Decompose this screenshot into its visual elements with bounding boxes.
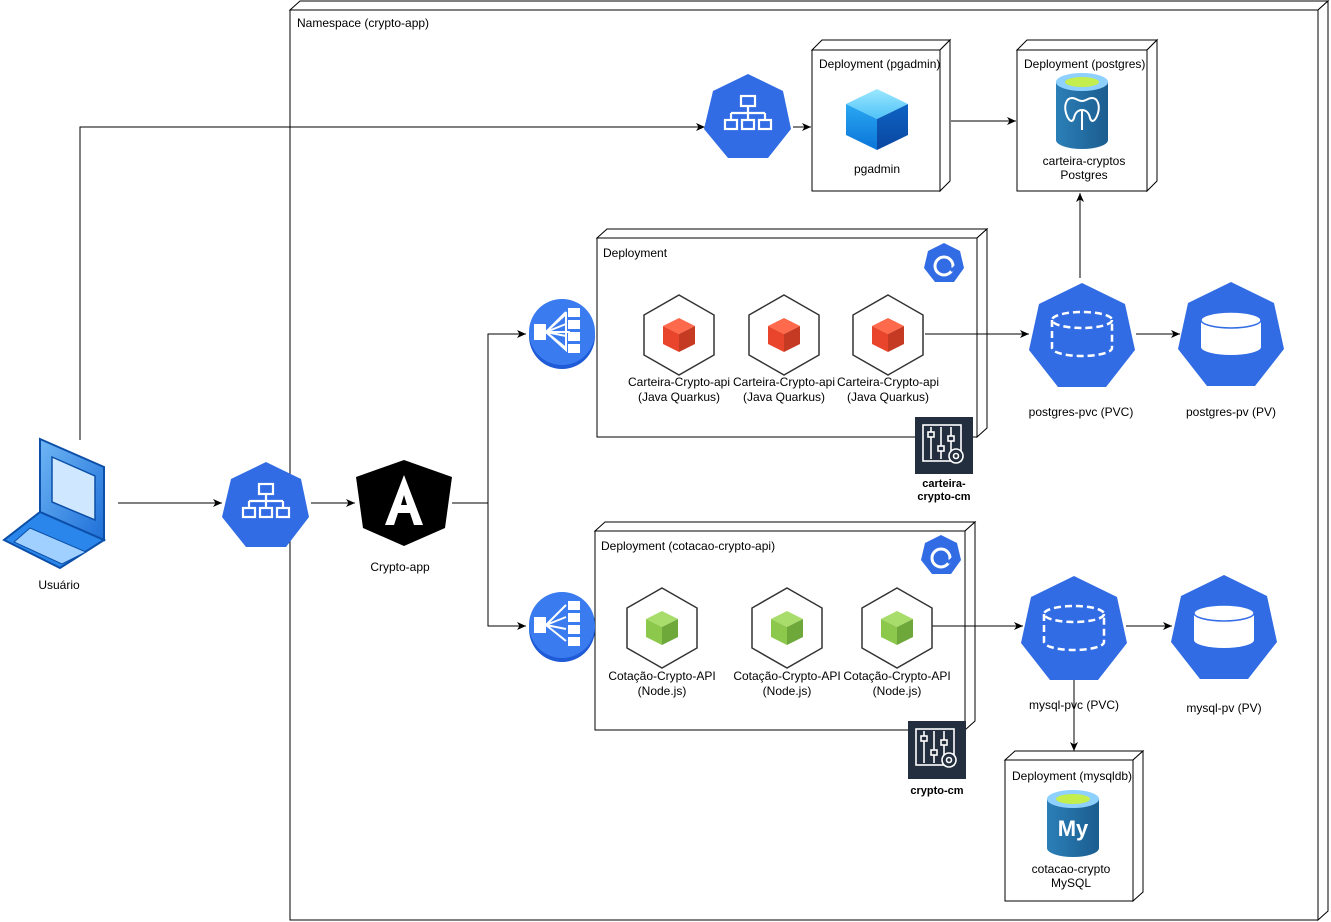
carteira-configmap-label-1: carteira-	[922, 478, 966, 490]
mysql-pvc-label: mysql-pvc (PVC)	[1028, 698, 1120, 712]
mysql-db-label-line1: cotacao-crypto	[1031, 862, 1111, 876]
cotacao-pod-label-3b: (Node.js)	[872, 684, 922, 698]
cotacao-configmap-label: crypto-cm	[910, 785, 964, 797]
postgres-database-icon	[1056, 73, 1108, 149]
postgres-deployment-title: Deployment (postgres)	[1024, 57, 1146, 71]
mysql-pvc-icon[interactable]	[1021, 576, 1127, 680]
postgres-pvc-label: postgres-pvc (PVC)	[1028, 405, 1134, 419]
postgres-db-label-line1: carteira-cryptos	[1042, 154, 1126, 168]
carteira-load-balancer-icon[interactable]	[529, 299, 595, 369]
carteira-pod-icon-1	[643, 294, 715, 376]
postgres-pv-label: postgres-pv (PV)	[1185, 405, 1277, 419]
cotacao-deployment-title: Deployment (cotacao-crypto-api)	[601, 539, 776, 553]
pgadmin-cube-icon	[846, 89, 908, 150]
postgres-pvc-icon[interactable]	[1029, 283, 1135, 387]
carteira-configmap-label-2: crypto-cm	[917, 491, 971, 503]
carteira-configmap-icon[interactable]	[915, 417, 973, 474]
cotacao-pod-label-3a: Cotação-Crypto-API	[843, 669, 951, 683]
namespace-box	[288, 0, 1330, 922]
cotacao-load-balancer-icon[interactable]	[529, 592, 595, 662]
angular-icon[interactable]	[356, 460, 452, 546]
cotacao-pod-icon-2	[751, 587, 823, 669]
cotacao-deployment-icon	[921, 535, 961, 574]
laptop-icon[interactable]	[2, 437, 107, 570]
carteira-deployment-icon	[924, 243, 964, 282]
carteira-pod-label-2a: Carteira-Crypto-api	[732, 375, 836, 389]
mysql-db-label-line2: MySQL	[1050, 876, 1092, 890]
postgres-db-label-line2: Postgres	[1060, 168, 1108, 182]
mysql-deployment-title: Deployment (mysqldb)	[1012, 769, 1133, 783]
cotacao-pod-label-2b: (Node.js)	[762, 684, 812, 698]
cotacao-pod-icon-1	[626, 587, 698, 669]
cotacao-pod-label-1a: Cotação-Crypto-API	[608, 669, 716, 683]
carteira-pod-icon-3	[852, 294, 924, 376]
namespace-label: Namespace (crypto-app)	[297, 16, 430, 30]
pgadmin-deployment-title: Deployment (pgadmin)	[819, 57, 941, 71]
mysql-pv-icon[interactable]	[1171, 575, 1277, 679]
cotacao-pod-label-1b: (Node.js)	[637, 684, 687, 698]
frontend-label: Crypto-app	[370, 560, 430, 574]
carteira-deployment-title: Deployment	[603, 246, 668, 260]
postgres-pv-icon[interactable]	[1178, 282, 1284, 386]
carteira-pod-icon-2	[748, 294, 820, 376]
mysql-pv-label: mysql-pv (PV)	[1186, 701, 1262, 715]
carteira-pod-label-3b: (Java Quarkus)	[846, 390, 930, 404]
mysql-database-icon: My	[1047, 790, 1099, 857]
pgadmin-label: pgadmin	[853, 162, 901, 176]
carteira-pod-label-2b: (Java Quarkus)	[742, 390, 826, 404]
cotacao-pod-icon-3	[861, 587, 933, 669]
connectors	[79, 117, 1180, 751]
cotacao-pod-label-2a: Cotação-Crypto-API	[733, 669, 841, 683]
carteira-pod-label-1a: Carteira-Crypto-api	[627, 375, 731, 389]
svg-text:My: My	[1058, 816, 1089, 841]
pgadmin-service-icon[interactable]	[704, 74, 791, 158]
cotacao-configmap-icon[interactable]	[908, 721, 966, 779]
carteira-pod-label-1b: (Java Quarkus)	[637, 390, 721, 404]
user-label: Usuário	[38, 578, 80, 592]
service-network-icon[interactable]	[222, 462, 309, 547]
carteira-pod-label-3a: Carteira-Crypto-api	[836, 375, 940, 389]
